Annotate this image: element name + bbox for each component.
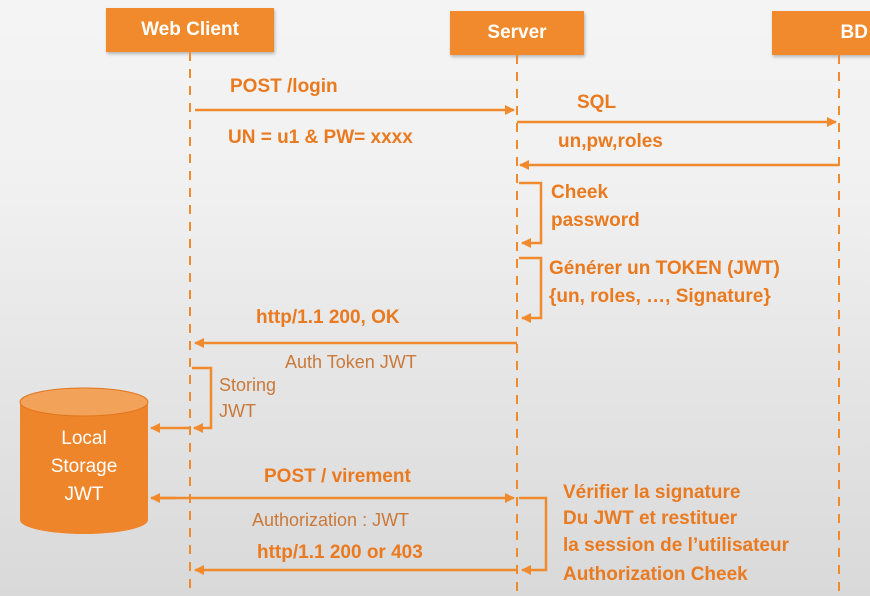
local-storage-line-3: JWT <box>64 484 104 505</box>
arrow-check-password <box>519 181 543 248</box>
actor-server: Server <box>450 11 584 55</box>
local-storage-line-1: Local <box>61 428 107 449</box>
label-verify-2: Du JWT et restituer <box>563 508 738 529</box>
label-storing-1: Storing <box>219 375 276 395</box>
label-generate-token-1: Générer un TOKEN (JWT) <box>549 258 780 279</box>
local-storage-db-icon <box>19 387 149 534</box>
arrow-verify-signature <box>519 496 548 575</box>
label-auth-token: Auth Token JWT <box>285 352 417 372</box>
label-post-virement: POST / virement <box>264 466 411 487</box>
actor-web-client: Web Client <box>106 8 274 52</box>
local-storage-label: Local Storage JWT <box>20 425 148 509</box>
label-authorization: Authorization : JWT <box>252 510 409 530</box>
label-http-200-403: http/1.1 200 or 403 <box>257 542 423 563</box>
actor-bd: BD <box>772 11 870 55</box>
label-sql-result: un,pw,roles <box>558 131 663 152</box>
label-verify-1: Vérifier la signature <box>563 482 740 503</box>
label-credentials: UN = u1 & PW= xxxx <box>228 127 413 148</box>
label-sql: SQL <box>577 92 616 113</box>
label-check-password-2: password <box>551 210 640 231</box>
arrow-generate-token <box>519 256 543 323</box>
local-storage-line-2: Storage <box>50 456 118 477</box>
label-storing-2: JWT <box>219 401 256 421</box>
label-verify-3: la session de l’utilisateur <box>563 535 790 556</box>
arrow-storing-jwt <box>192 366 213 433</box>
label-verify-4: Authorization Cheek <box>563 564 748 585</box>
label-generate-token-2: {un, roles, …, Signature} <box>549 286 771 307</box>
label-check-password-1: Cheek <box>551 182 608 203</box>
label-post-login: POST /login <box>230 76 338 97</box>
label-http-ok: http/1.1 200, OK <box>256 307 400 328</box>
